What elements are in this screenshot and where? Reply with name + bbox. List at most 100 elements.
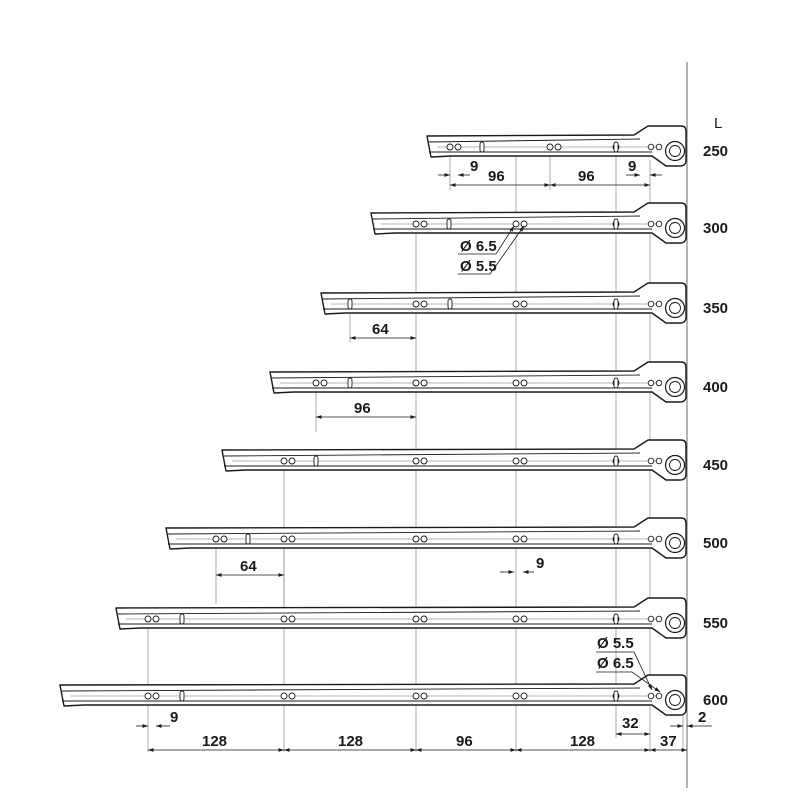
rail-groove [117, 610, 641, 615]
rail-groove [223, 452, 641, 457]
mounting-hole [520, 535, 528, 543]
mounting-hole [420, 220, 428, 228]
mounting-hole [152, 615, 160, 623]
mounting-hole [220, 535, 228, 543]
mounting-hole [512, 535, 520, 543]
dim-500-offset-9: 9 [536, 555, 544, 572]
roller-wheel-hub [669, 145, 681, 157]
mounting-hole [647, 692, 655, 700]
mounting-hole [647, 615, 655, 623]
diameter-5-5-label: Ø 5.5 [460, 258, 497, 275]
dimensions-rail-250 [438, 173, 662, 187]
mounting-hole [512, 457, 520, 465]
rail-length-label: 500 [703, 535, 728, 552]
mounting-hole [288, 692, 296, 700]
mounting-slot [313, 455, 319, 467]
mounting-hole [152, 692, 160, 700]
mounting-hole [655, 692, 663, 700]
dim-250-offset-9-right: 9 [628, 158, 636, 175]
diameter-leaders-rail-300 [458, 225, 525, 275]
rail-250: 250 [426, 125, 728, 167]
rail-length-label: 600 [703, 692, 728, 709]
dim-600-spacing-128-b: 128 [338, 733, 363, 750]
roller-wheel-hub [669, 381, 681, 393]
mounting-slot [613, 455, 619, 467]
dim-400-spacing-96: 96 [354, 400, 371, 417]
rail-300: 300 [370, 202, 728, 244]
mounting-hole [655, 143, 663, 151]
mounting-hole [512, 615, 520, 623]
mounting-hole [655, 457, 663, 465]
mounting-hole [312, 379, 320, 387]
mounting-hole [420, 535, 428, 543]
rail-body [221, 439, 687, 481]
mounting-hole [420, 615, 428, 623]
mounting-hole [647, 220, 655, 228]
rail-350: 350 [320, 282, 728, 324]
mounting-hole [520, 457, 528, 465]
rail-500: 500 [165, 517, 728, 559]
mounting-hole [280, 692, 288, 700]
rail-length-label: 300 [703, 220, 728, 237]
rail-length-label: 550 [703, 615, 728, 632]
dim-250-offset-9-left: 9 [470, 158, 478, 175]
dim-600-offset-32: 32 [622, 715, 639, 732]
mounting-hole [412, 615, 420, 623]
mounting-slot [179, 690, 185, 702]
mounting-hole [288, 457, 296, 465]
dim-600-spacing-128-c: 128 [570, 733, 595, 750]
mounting-hole [446, 143, 454, 151]
mounting-hole [520, 615, 528, 623]
roller-wheel-hub [669, 302, 681, 314]
mounting-slot [179, 613, 185, 625]
mounting-hole [412, 457, 420, 465]
mounting-hole [647, 143, 655, 151]
roller-wheel-hub [669, 537, 681, 549]
rail-body [320, 282, 687, 324]
rail-400: 400 [269, 361, 728, 403]
mounting-hole [420, 457, 428, 465]
dim-600-offset-9: 9 [170, 709, 178, 726]
rail-550: 550 [115, 597, 728, 639]
mounting-hole [647, 535, 655, 543]
mounting-hole [280, 457, 288, 465]
rail-groove [372, 215, 641, 220]
mounting-slot [613, 533, 619, 545]
rail-length-label: 400 [703, 379, 728, 396]
rail-600: 600 [59, 674, 728, 716]
dim-600-offset-37: 37 [660, 733, 677, 750]
mounting-hole [420, 379, 428, 387]
mounting-hole [420, 692, 428, 700]
rail-groove [61, 687, 641, 692]
mounting-slot [613, 141, 619, 153]
roller-wheel-hub [669, 694, 681, 706]
rail-body [370, 202, 687, 244]
mounting-hole [512, 692, 520, 700]
roller-wheel-hub [669, 617, 681, 629]
dim-600-offset-2: 2 [698, 709, 706, 726]
length-column-header: L [714, 115, 722, 132]
mounting-hole [655, 379, 663, 387]
dim-250-spacing-96-a: 96 [488, 168, 505, 185]
mounting-hole [554, 143, 562, 151]
mounting-slot [347, 298, 353, 310]
mounting-hole [520, 300, 528, 308]
rail-600-diameter-6-5: Ø 6.5 [597, 655, 634, 672]
mounting-slot [613, 218, 619, 230]
dim-350-spacing-64: 64 [372, 321, 389, 338]
diameter-leaders-rail-600 [596, 651, 661, 693]
mounting-slot [347, 377, 353, 389]
mounting-hole [144, 692, 152, 700]
rail-groove [271, 374, 641, 379]
mounting-hole [420, 300, 428, 308]
mounting-hole [454, 143, 462, 151]
mounting-slot [613, 298, 619, 310]
mounting-hole [412, 220, 420, 228]
mounting-hole [655, 220, 663, 228]
mounting-hole [412, 379, 420, 387]
rail-groove [167, 530, 641, 535]
mounting-hole [655, 535, 663, 543]
mounting-hole [288, 615, 296, 623]
diameter-6-5-label: Ø 6.5 [460, 238, 497, 255]
